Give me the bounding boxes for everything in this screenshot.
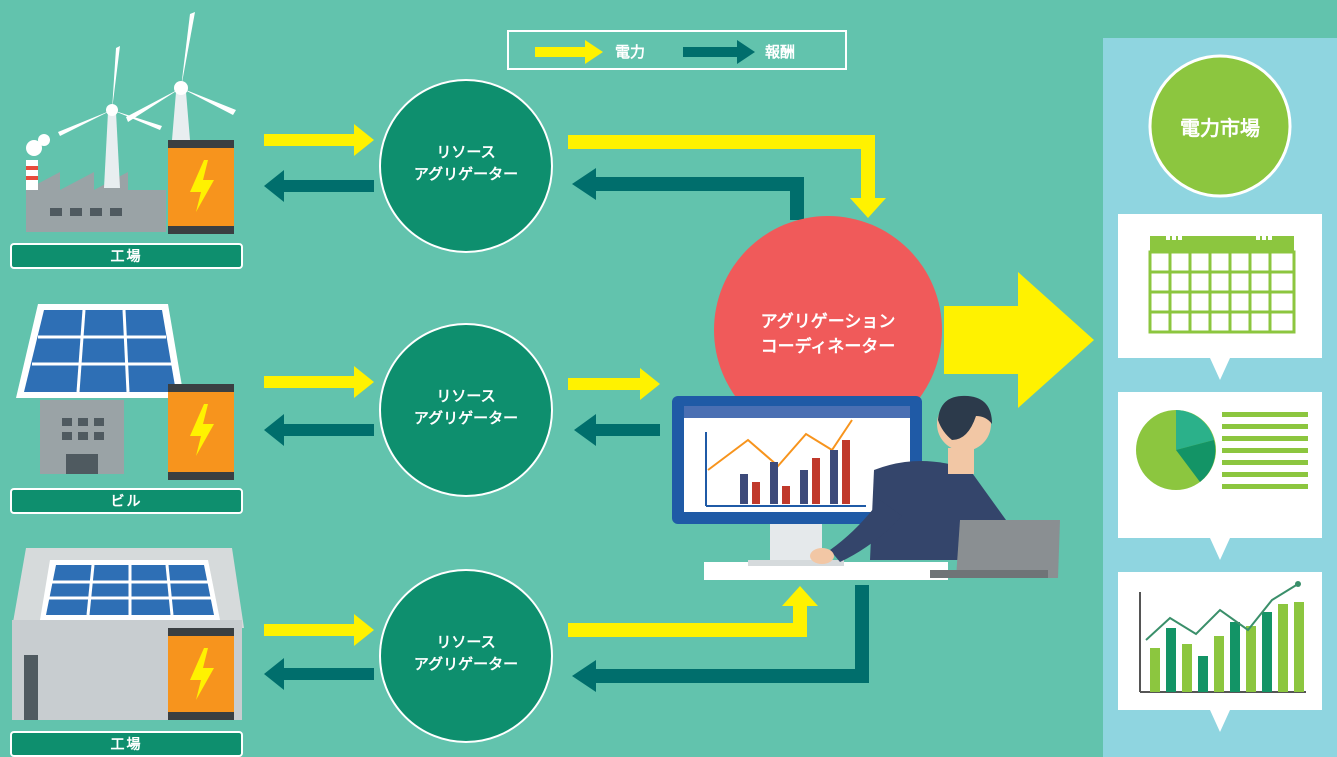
market-power-arrow xyxy=(944,272,1094,408)
factory-wind-icon xyxy=(26,12,236,234)
source-label-factory-2: 工場 xyxy=(10,731,243,757)
resource-aggregator-circle-2 xyxy=(379,323,553,497)
aggregator-line1: リソース xyxy=(436,387,496,405)
factory-solar-roof-icon xyxy=(12,548,244,720)
resource-aggregator-label-1: リソース アグリゲーター xyxy=(386,142,546,186)
resource-aggregator-label-3: リソース アグリゲーター xyxy=(386,632,546,676)
source-label-building: ビル xyxy=(10,488,243,514)
aggregator-line1: リソース xyxy=(436,633,496,651)
aggregator-line2: アグリゲーター xyxy=(413,654,519,673)
legend-power-label: 電力 xyxy=(615,43,646,61)
operator-workstation xyxy=(672,395,1060,580)
aggregator-line1: リソース xyxy=(436,143,496,161)
aggregation-coordinator-label: アグリゲーション コーディネーター xyxy=(718,310,938,359)
coordinator-line2: コーディネーター xyxy=(760,336,896,357)
reward-arrows-to-aggregators xyxy=(572,168,869,692)
reward-arrows-to-sources xyxy=(264,170,374,690)
legend: 電力 報酬 xyxy=(507,30,847,70)
power-market-label: 電力市場 xyxy=(1180,116,1260,140)
aggregator-line2: アグリゲーター xyxy=(413,408,519,427)
resource-aggregator-circle-3 xyxy=(379,569,553,743)
legend-reward-label: 報酬 xyxy=(765,43,796,61)
aggregation-coordinator-circle xyxy=(714,216,942,444)
power-arrows-to-coordinator xyxy=(568,135,886,637)
resource-aggregator-label-2: リソース アグリゲーター xyxy=(386,386,546,430)
power-market-circle xyxy=(1148,54,1292,198)
resource-aggregator-circle-1 xyxy=(379,79,553,253)
coordinator-line1: アグリゲーション xyxy=(760,312,896,332)
pie-report-card xyxy=(1118,392,1322,560)
power-arrows-to-aggregators xyxy=(264,124,374,646)
bar-graph-card xyxy=(1118,572,1322,732)
calendar-card xyxy=(1118,214,1322,380)
aggregator-line2: アグリゲーター xyxy=(413,164,519,183)
source-label-factory-1: 工場 xyxy=(10,243,243,269)
building-solar-icon xyxy=(16,304,234,480)
